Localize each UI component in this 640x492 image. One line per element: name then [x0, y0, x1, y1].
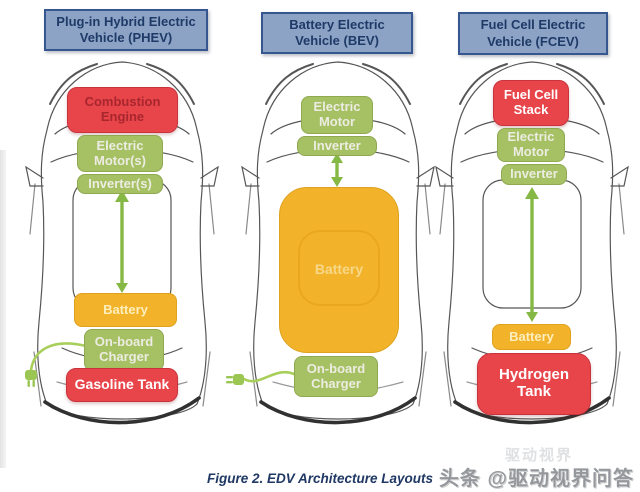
- bev-inverter-box: Inverter: [297, 136, 377, 156]
- fcev-power-arrow: [525, 187, 539, 322]
- phev-charging-cable: [29, 342, 88, 372]
- fcev-hydrogen-tank-box: Hydrogen Tank: [477, 353, 591, 415]
- phev-power-arrow: [115, 190, 129, 293]
- bev-panel-title: Battery Electric Vehicle (BEV): [261, 12, 413, 54]
- fcev-fuel-cell-stack-box: Fuel Cell Stack: [493, 80, 569, 126]
- figure-caption: Figure 2. EDV Architecture Layouts: [206, 471, 434, 486]
- page-edge-shadow: [0, 150, 6, 468]
- fcev-battery-box: Battery: [492, 324, 571, 350]
- phev-inverter-box: Inverter(s): [77, 174, 163, 194]
- watermark-ghost-text: 驱动视界: [505, 447, 574, 464]
- bev-power-arrow: [331, 153, 343, 187]
- bev-charging-cable: [242, 371, 296, 383]
- bev-battery-label: Battery: [314, 261, 364, 278]
- watermark-text: 头条 @驱动视界问答: [438, 468, 634, 490]
- fcev-inverter-box: Inverter: [501, 164, 567, 185]
- bev-electric-motor-box: Electric Motor: [301, 96, 373, 134]
- bev-battery-box: Battery: [279, 187, 399, 353]
- phev-combustion-engine-box: Combustion Engine: [67, 87, 178, 133]
- phev-battery-box: Battery: [74, 293, 177, 327]
- fcev-panel-title: Fuel Cell Electric Vehicle (FCEV): [458, 12, 608, 55]
- phev-plug-icon: [25, 370, 37, 387]
- phev-onboard-charger-box: On-board Charger: [84, 329, 164, 371]
- phev-electric-motor-box: Electric Motor(s): [77, 135, 163, 172]
- fcev-electric-motor-box: Electric Motor: [497, 128, 565, 162]
- bev-onboard-charger-box: On-board Charger: [294, 356, 378, 397]
- bev-plug-icon: [226, 374, 244, 385]
- phev-panel-title: Plug-in Hybrid Electric Vehicle (PHEV): [44, 9, 208, 51]
- phev-gasoline-tank-box: Gasoline Tank: [66, 368, 178, 402]
